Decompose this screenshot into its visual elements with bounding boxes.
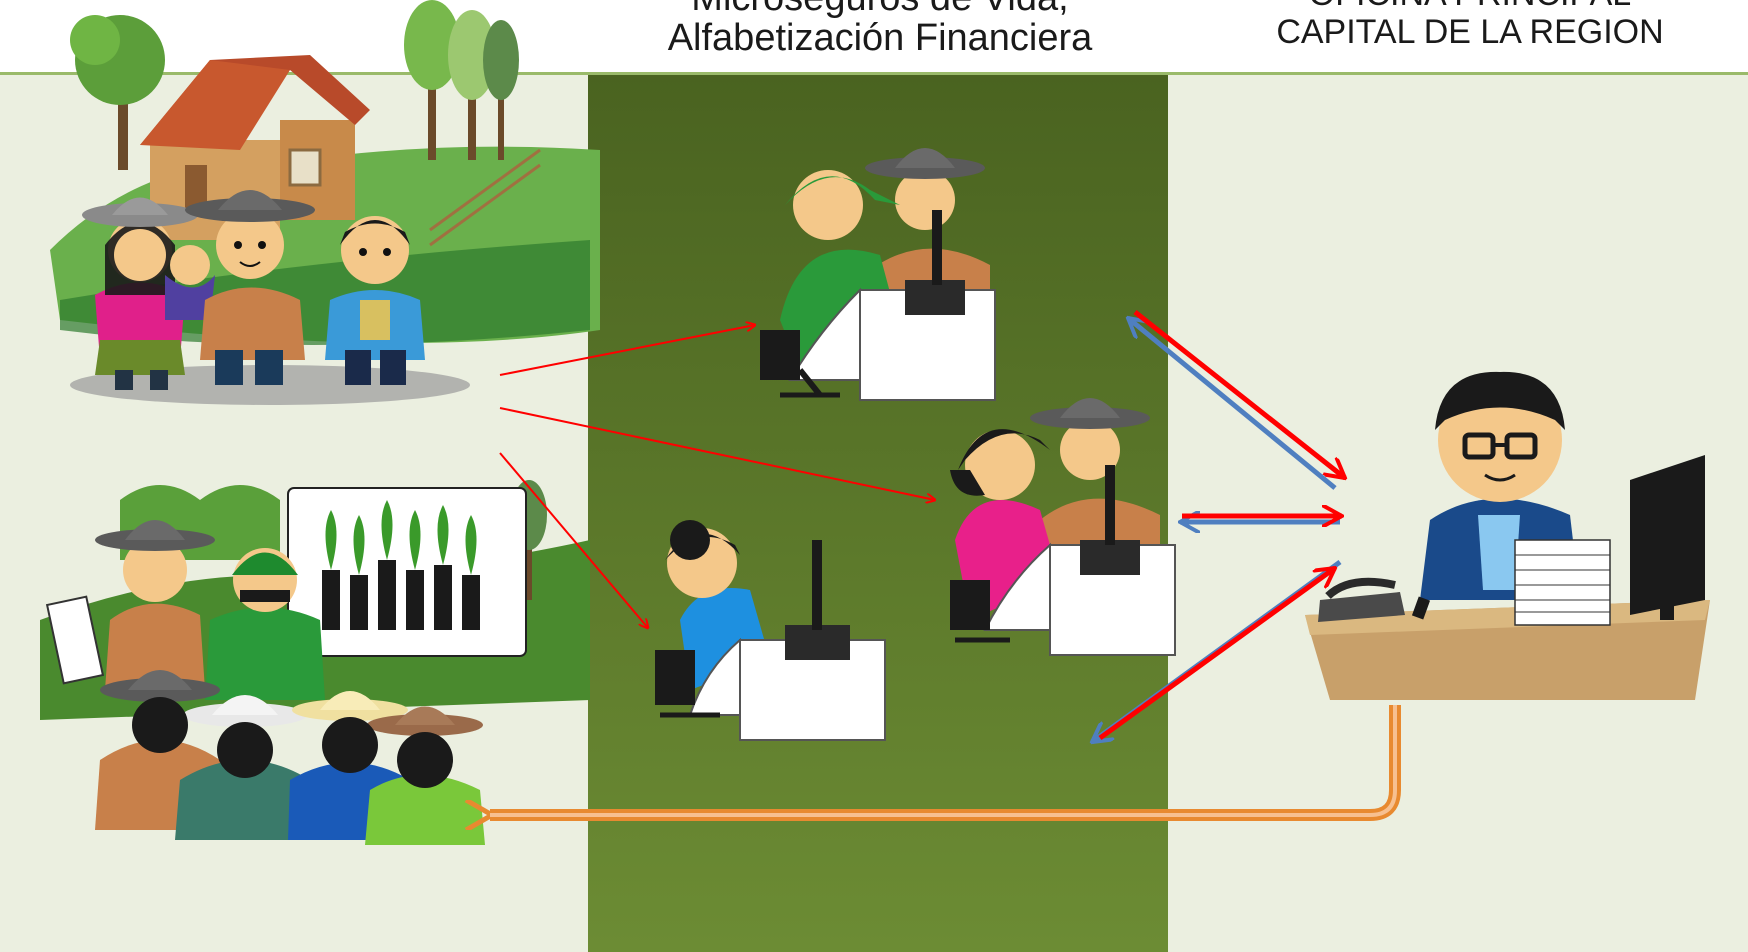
agent-desk-middle bbox=[950, 398, 1176, 656]
right-title-line1: OFICINA PRINCIPAL bbox=[1210, 0, 1730, 14]
training-group-scene bbox=[40, 480, 590, 845]
head-office-manager-desk bbox=[1305, 371, 1710, 700]
center-title-line2: Alfabetización Financiera bbox=[667, 17, 1093, 59]
trainer-with-papers-figure bbox=[45, 520, 215, 690]
student-boy-figure bbox=[325, 216, 425, 385]
agronomist-green-cap-figure bbox=[205, 548, 325, 700]
agent-desk-top bbox=[760, 148, 996, 401]
arrow-top-to-head-office-blue bbox=[1128, 318, 1337, 490]
arrow-top-to-head-office-red bbox=[1133, 310, 1345, 478]
audience-group bbox=[95, 670, 485, 845]
paper-stack-icon bbox=[1514, 539, 1611, 626]
man-with-hat-figure bbox=[185, 190, 315, 385]
arrow-head-office-to-training-group bbox=[490, 705, 1401, 815]
woman-with-baby-figure bbox=[82, 197, 215, 390]
referral-arrows bbox=[499, 325, 935, 628]
fence-icon bbox=[429, 148, 541, 247]
tree-icon bbox=[404, 0, 519, 160]
village-family-scene bbox=[50, 0, 600, 405]
center-title-line1: Microseguros de Vida, bbox=[600, 0, 1160, 20]
arrow-family-to-bottom-agent bbox=[499, 452, 648, 628]
arrow-family-to-middle-agent bbox=[499, 407, 935, 500]
arrow-family-to-top-agent bbox=[499, 325, 755, 376]
seedling-pots-board bbox=[287, 487, 527, 657]
right-title-line2: CAPITAL DE LA REGION bbox=[1276, 13, 1664, 51]
tree-icon bbox=[70, 15, 165, 170]
head-office-connections bbox=[1092, 310, 1345, 742]
agent-desk-bottom bbox=[655, 520, 886, 741]
arrow-bottom-to-head-office-red bbox=[1098, 568, 1335, 741]
computer-monitor-icon bbox=[1630, 455, 1705, 620]
telephone-icon bbox=[1318, 577, 1431, 622]
